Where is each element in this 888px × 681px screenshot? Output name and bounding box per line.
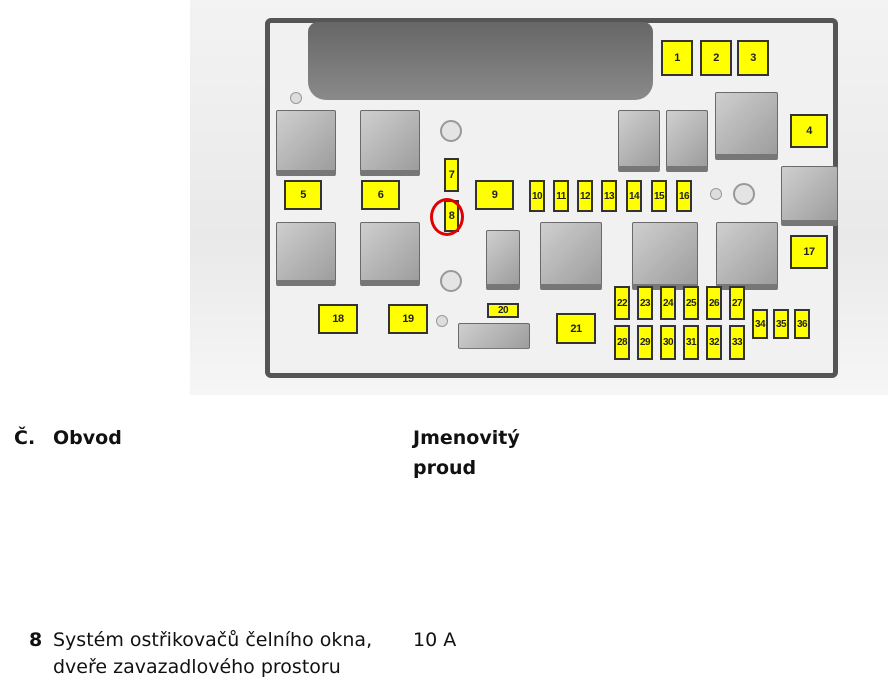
connector-block xyxy=(308,22,653,100)
screw-icon xyxy=(440,120,462,142)
fuse-22[interactable]: 22 xyxy=(614,286,630,320)
fuse-31[interactable]: 31 xyxy=(683,325,699,360)
fuse-25[interactable]: 25 xyxy=(683,286,699,320)
relay xyxy=(540,222,602,290)
row-number: 8 xyxy=(29,629,43,651)
fuse-9[interactable]: 9 xyxy=(475,180,514,210)
fuse-1[interactable]: 1 xyxy=(661,40,693,76)
fuse-2[interactable]: 2 xyxy=(700,40,732,76)
fuse-12[interactable]: 12 xyxy=(577,180,593,212)
fuse-13[interactable]: 13 xyxy=(601,180,617,212)
relay xyxy=(666,110,708,172)
fuse-11[interactable]: 11 xyxy=(553,180,569,212)
fuse-36[interactable]: 36 xyxy=(794,309,810,339)
fuse-28[interactable]: 28 xyxy=(614,325,630,360)
fuse-33[interactable]: 33 xyxy=(729,325,745,360)
relay xyxy=(716,222,778,290)
fuse-24[interactable]: 24 xyxy=(660,286,676,320)
bolt-icon xyxy=(290,92,302,104)
fuse-16[interactable]: 16 xyxy=(676,180,692,212)
fuse-27[interactable]: 27 xyxy=(729,286,745,320)
fuse-10[interactable]: 10 xyxy=(529,180,545,212)
fuse-26[interactable]: 26 xyxy=(706,286,722,320)
fuse-3[interactable]: 3 xyxy=(737,40,769,76)
highlight-circle xyxy=(430,198,464,236)
header-number: Č. xyxy=(14,427,36,449)
fuse-puller xyxy=(458,323,530,349)
relay xyxy=(715,92,778,160)
fuse-35[interactable]: 35 xyxy=(773,309,789,339)
relay xyxy=(781,166,838,226)
fuse-18[interactable]: 18 xyxy=(318,304,358,334)
fuse-4[interactable]: 4 xyxy=(790,114,828,148)
relay xyxy=(276,110,336,176)
bolt-icon xyxy=(436,315,448,327)
fuse-6[interactable]: 6 xyxy=(361,180,400,210)
screw-icon xyxy=(733,183,755,205)
header-circuit: Obvod xyxy=(53,427,122,449)
fuse-14[interactable]: 14 xyxy=(626,180,642,212)
fuse-17[interactable]: 17 xyxy=(790,235,828,269)
fuse-32[interactable]: 32 xyxy=(706,325,722,360)
relay xyxy=(632,222,698,290)
fuse-21[interactable]: 21 xyxy=(556,313,596,344)
row-circuit-line1: Systém ostřikovačů čelního okna, xyxy=(53,629,373,651)
fuse-30[interactable]: 30 xyxy=(660,325,676,360)
fuse-23[interactable]: 23 xyxy=(637,286,653,320)
relay xyxy=(360,110,420,176)
fuse-19[interactable]: 19 xyxy=(388,304,428,334)
fuse-20[interactable]: 20 xyxy=(487,303,519,318)
header-rating-line1: Jmenovitý xyxy=(413,427,520,449)
relay xyxy=(486,230,520,290)
fuse-34[interactable]: 34 xyxy=(752,309,768,339)
row-circuit-line2: dveře zavazadlového prostoru xyxy=(53,656,341,678)
fuse-15[interactable]: 15 xyxy=(651,180,667,212)
screw-icon xyxy=(440,270,462,292)
relay xyxy=(618,110,660,172)
fuse-7[interactable]: 7 xyxy=(444,158,459,192)
bolt-icon xyxy=(710,188,722,200)
fuse-5[interactable]: 5 xyxy=(284,180,322,210)
row-rating: 10 A xyxy=(413,629,457,651)
relay xyxy=(360,222,420,286)
header-rating-line2: proud xyxy=(413,457,477,479)
fuse-29[interactable]: 29 xyxy=(637,325,653,360)
relay xyxy=(276,222,336,286)
